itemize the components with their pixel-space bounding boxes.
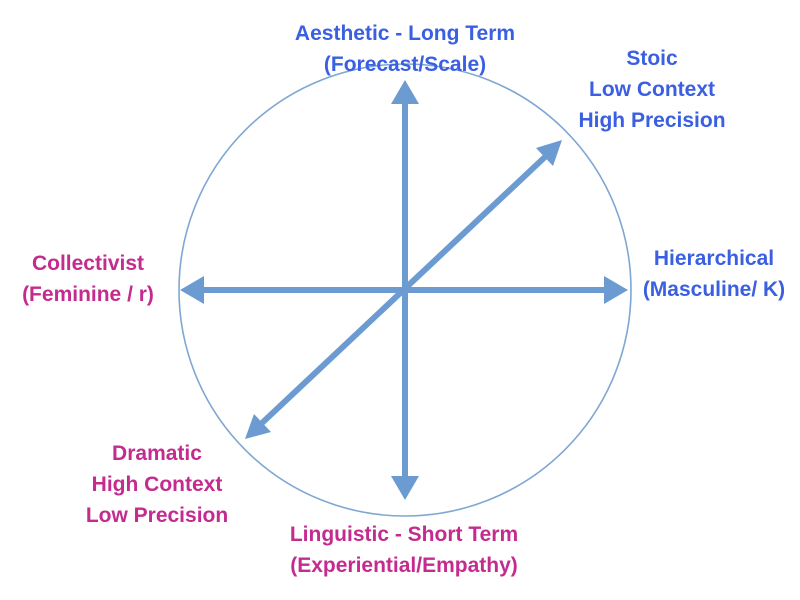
diagonal-axis-arrow xyxy=(245,140,562,439)
label-top-right-line-2: Low Context xyxy=(589,78,715,101)
label-bottom-line-2: (Experiential/Empathy) xyxy=(290,554,518,577)
label-left-line-1: Collectivist xyxy=(31,252,145,275)
label-top-right-line-3: High Precision xyxy=(578,109,726,132)
label-right-line-2: (Masculine/ K) xyxy=(642,278,786,301)
label-dramatic: Dramatic High Context Low Precision xyxy=(62,438,252,531)
outer-circle xyxy=(178,63,632,517)
label-bottom-line-1: Linguistic - Short Term xyxy=(289,523,519,546)
arrowhead-down-left-icon xyxy=(245,414,271,439)
arrowhead-right-icon xyxy=(604,276,628,304)
label-bottom-left-line-3: Low Precision xyxy=(85,504,229,527)
label-hierarchical: Hierarchical (Masculine/ K) xyxy=(630,243,798,305)
label-linguistic-short-term: Linguistic - Short Term (Experiential/Em… xyxy=(245,519,563,581)
arrowhead-up-right-icon xyxy=(536,140,562,166)
label-top-line-1: Aesthetic - Long Term xyxy=(294,22,516,45)
label-aesthetic-long-term: Aesthetic - Long Term (Forecast/Scale) xyxy=(250,18,560,80)
label-top-line-2: (Forecast/Scale) xyxy=(323,53,487,76)
arrowhead-down-icon xyxy=(391,476,419,500)
label-stoic: Stoic Low Context High Precision xyxy=(562,43,742,136)
arrowhead-up-icon xyxy=(391,80,419,104)
arrowhead-left-icon xyxy=(180,276,204,304)
label-collectivist: Collectivist (Feminine / r) xyxy=(2,248,174,310)
label-right-line-1: Hierarchical xyxy=(653,247,775,270)
label-bottom-left-line-1: Dramatic xyxy=(112,442,202,465)
label-top-right-line-1: Stoic xyxy=(626,47,678,70)
label-bottom-left-line-2: High Context xyxy=(91,473,223,496)
label-left-line-2: (Feminine / r) xyxy=(22,283,154,306)
